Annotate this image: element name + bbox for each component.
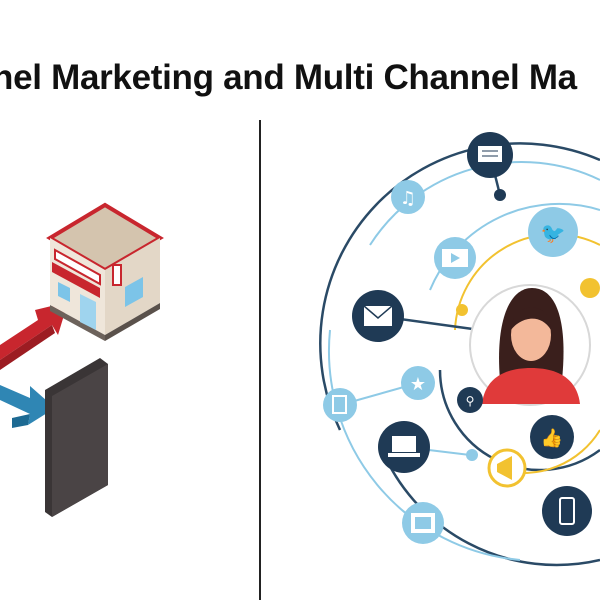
mail-icon[interactable]	[352, 290, 404, 342]
svg-text:♫: ♫	[400, 188, 416, 209]
document-icon[interactable]	[323, 388, 357, 422]
svg-text:🐦: 🐦	[541, 221, 566, 245]
chat-icon[interactable]	[467, 132, 513, 178]
music-icon[interactable]: ♫	[391, 180, 425, 214]
svg-text:★: ★	[410, 374, 426, 395]
video-icon[interactable]	[434, 237, 476, 279]
divider	[259, 120, 261, 600]
node-dot	[494, 189, 506, 201]
store-icon	[46, 202, 164, 341]
link-icon[interactable]: ⚲	[457, 387, 483, 413]
blue-arrow-icon	[0, 385, 55, 428]
lightbulb-icon[interactable]	[580, 278, 600, 298]
svg-text:👍: 👍	[541, 427, 563, 449]
smartphone-icon	[45, 358, 108, 517]
thumbs-up-icon[interactable]: 👍	[530, 415, 574, 459]
node-dot	[466, 449, 478, 461]
megaphone-icon[interactable]	[487, 448, 527, 488]
mobile-icon[interactable]	[542, 486, 592, 536]
photo-icon[interactable]	[402, 502, 444, 544]
page-title: nel Marketing and Multi Channel Ma	[0, 58, 577, 97]
twitter-icon[interactable]: 🐦	[528, 207, 578, 257]
node-dot	[456, 304, 468, 316]
red-arrow-icon	[0, 302, 68, 370]
star-icon[interactable]: ★	[401, 366, 435, 400]
svg-text:⚲: ⚲	[466, 394, 475, 408]
customer-avatar	[469, 284, 591, 406]
laptop-icon[interactable]	[378, 421, 430, 473]
